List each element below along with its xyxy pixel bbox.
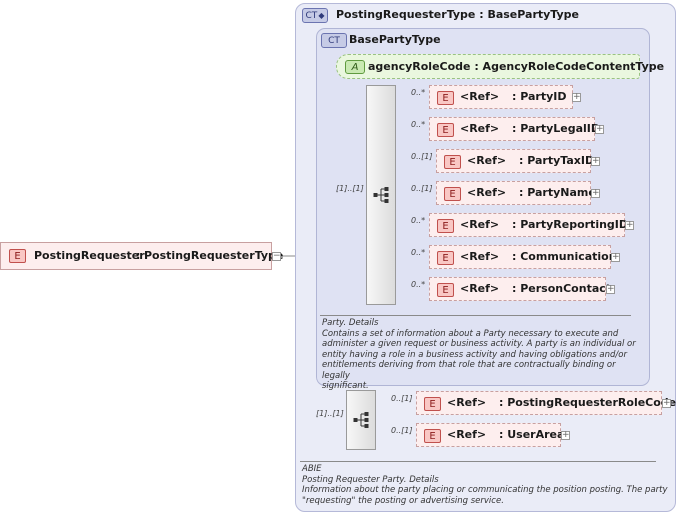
attribute-tag-icon: A [345, 60, 365, 74]
element-cardinality: 0..* [411, 280, 426, 289]
divider [320, 315, 631, 316]
base-type-title: BasePartyType [349, 33, 441, 46]
element-ref: <Ref> [460, 250, 500, 263]
element-ref: <Ref> [460, 282, 500, 295]
element-name: : PartyTaxID [519, 154, 595, 167]
element-cardinality: 0..[1] [391, 426, 413, 435]
complex-type-icon: CT [321, 33, 347, 48]
expand-icon[interactable]: + [591, 188, 600, 198]
root-element-name: PostingRequester [34, 249, 145, 262]
element-tag-icon: E [424, 429, 441, 443]
element-cardinality: 0..* [411, 216, 426, 225]
outer-type-documentation: ABIE Posting Requester Party. Details In… [302, 464, 668, 506]
element-name: : PartyLegalID [512, 122, 601, 135]
base-type-documentation: Party. Details Contains a set of informa… [322, 318, 636, 391]
element-person-contact[interactable]: E <Ref> : PersonContact [429, 277, 611, 301]
element-ref: <Ref> [447, 428, 487, 441]
divider [300, 461, 656, 462]
element-tag-icon: E [437, 251, 454, 265]
attribute-agency-role-code[interactable]: A agencyRoleCode : AgencyRoleCodeContent… [336, 54, 664, 79]
element-name: : Communication [512, 250, 617, 263]
element-ref: <Ref> [467, 154, 507, 167]
element-ref: <Ref> [460, 218, 500, 231]
sequence-icon [373, 187, 389, 203]
element-cardinality: 0..* [411, 248, 426, 257]
expand-icon[interactable]: + [561, 430, 570, 440]
element-communication[interactable]: E <Ref> : Communication [429, 245, 617, 269]
element-tag-icon: E [437, 123, 454, 137]
element-tag-icon: E [424, 397, 441, 411]
element-ref: <Ref> [447, 396, 487, 409]
expand-icon[interactable]: + [595, 124, 604, 134]
expand-icon[interactable]: + [625, 220, 634, 230]
element-cardinality: 0..[1] [411, 184, 433, 193]
expand-icon[interactable]: + [606, 284, 615, 294]
element-party-name[interactable]: E <Ref> : PartyName [436, 181, 596, 205]
expand-icon[interactable]: + [591, 156, 600, 166]
attribute-label: agencyRoleCode : AgencyRoleCodeContentTy… [368, 60, 665, 73]
element-cardinality: 0..[1] [391, 394, 413, 403]
element-name: : PersonContact [512, 282, 612, 295]
element-user-area[interactable]: E <Ref> : UserArea [416, 423, 565, 447]
element-tag-icon: E [9, 249, 26, 263]
element-ref: <Ref> [460, 90, 500, 103]
element-cardinality: 0..* [411, 88, 426, 97]
collapse-toggle-icon[interactable]: − [272, 251, 281, 261]
element-tag-icon: E [444, 187, 461, 201]
element-party-reporting-ids[interactable]: E <Ref> : PartyReportingIDs [429, 213, 635, 237]
element-tag-icon: E [444, 155, 461, 169]
element-tag-icon: E [437, 91, 454, 105]
sequence-cardinality: [1]..[1] [316, 409, 344, 418]
element-tag-icon: E [437, 283, 454, 297]
expand-icon[interactable]: + [572, 92, 581, 102]
element-name: : PartyID [512, 90, 567, 103]
element-name: : PartyName [519, 186, 596, 199]
element-ref: <Ref> [467, 186, 507, 199]
outer-type-title: PostingRequesterType : BasePartyType [336, 8, 580, 21]
element-name: : UserArea [499, 428, 565, 441]
element-tag-icon: E [437, 219, 454, 233]
root-element[interactable]: E PostingRequester : PostingRequesterTyp… [0, 242, 283, 270]
element-name: : PartyReportingIDs [512, 218, 635, 231]
sequence-icon [353, 412, 369, 428]
expand-icon[interactable]: + [611, 252, 620, 262]
root-separator: : [136, 249, 141, 262]
element-cardinality: 0..* [411, 120, 426, 129]
root-element-type: PostingRequesterType [144, 249, 284, 262]
sequence-compositor[interactable] [366, 85, 396, 305]
element-name: : PostingRequesterRoleCode [499, 396, 677, 409]
element-party-legal-id[interactable]: E <Ref> : PartyLegalID [429, 117, 600, 141]
element-cardinality: 0..[1] [411, 152, 433, 161]
sequence-cardinality: [1]..[1] [336, 184, 364, 193]
element-party-tax-id[interactable]: E <Ref> : PartyTaxID [436, 149, 595, 173]
complex-type-extension-icon: CT◆ [302, 8, 328, 23]
element-party-id[interactable]: E <Ref> : PartyID [429, 85, 573, 109]
expand-icon[interactable]: + [662, 398, 671, 408]
element-posting-requester-role-code[interactable]: E <Ref> : PostingRequesterRoleCode [416, 391, 676, 415]
element-ref: <Ref> [460, 122, 500, 135]
